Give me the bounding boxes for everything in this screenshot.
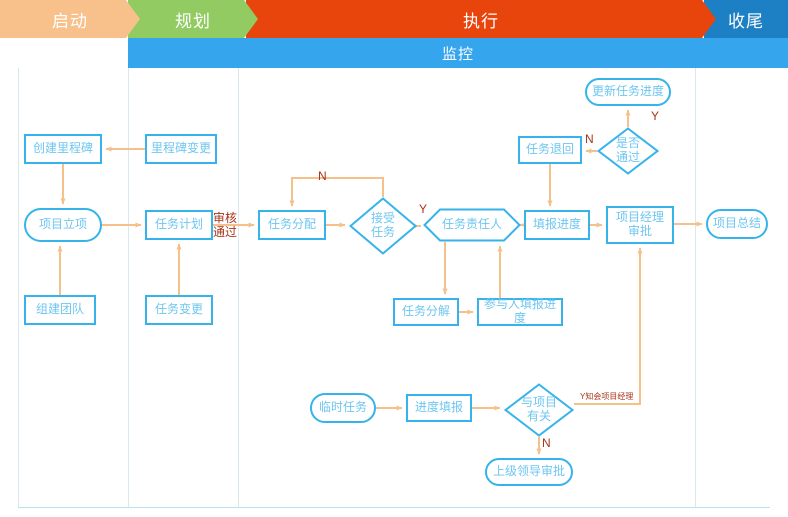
edge-label-pass-yes: Y bbox=[651, 109, 660, 123]
phase-planning: 规划 bbox=[128, 0, 258, 38]
node-accept-task[interactable]: 接受 任务 bbox=[349, 197, 417, 255]
lane-divider-1 bbox=[238, 68, 239, 507]
node-label-superior-approval: 上级领导审批 bbox=[492, 464, 565, 479]
monitor-lane-header: 监控 bbox=[128, 38, 788, 68]
node-shape-diamond bbox=[504, 383, 574, 437]
edge-label-related-no: N bbox=[542, 436, 551, 450]
node-task-decompose[interactable]: 任务分解 bbox=[393, 298, 459, 326]
phase-closing: 收尾 bbox=[704, 0, 788, 38]
node-project-summary[interactable]: 项目总结 bbox=[706, 209, 768, 239]
node-label-milestone-change: 里程碑变更 bbox=[150, 141, 211, 156]
node-task-plan[interactable]: 任务计划 bbox=[145, 210, 213, 240]
node-milestone-change[interactable]: 里程碑变更 bbox=[145, 134, 217, 164]
phase-executing: 执行 bbox=[246, 0, 716, 38]
node-fill-progress[interactable]: 填报进度 bbox=[524, 210, 590, 240]
lane-divider-0 bbox=[128, 68, 129, 507]
node-update-progress[interactable]: 更新任务进度 bbox=[585, 78, 671, 106]
node-form-team[interactable]: 组建团队 bbox=[24, 295, 96, 325]
node-pm-approval[interactable]: 项目经理 审批 bbox=[606, 206, 674, 244]
edge-label-pass-no: N bbox=[585, 132, 594, 146]
phase-label-initiate: 启动 bbox=[52, 11, 88, 31]
node-shape-diamond bbox=[349, 197, 417, 255]
node-shape-hex bbox=[423, 208, 521, 242]
node-label-task-plan: 任务计划 bbox=[154, 217, 203, 232]
node-temp-task[interactable]: 临时任务 bbox=[310, 393, 376, 423]
node-label-task-return: 任务退回 bbox=[525, 142, 574, 157]
swimlane-grid bbox=[0, 68, 788, 508]
phase-initiate: 启动 bbox=[0, 0, 140, 38]
node-label-project-initiation: 项目立项 bbox=[38, 217, 87, 232]
node-superior-approval[interactable]: 上级领导审批 bbox=[485, 458, 573, 486]
node-label-temp-task: 临时任务 bbox=[318, 400, 367, 415]
edge-label-related-yes-notify: Y知会项目经理 bbox=[580, 392, 634, 401]
node-shape-diamond bbox=[597, 127, 659, 175]
phase-label-closing: 收尾 bbox=[728, 11, 764, 31]
node-label-pm-approval: 项目经理 审批 bbox=[615, 210, 664, 238]
node-label-task-change: 任务变更 bbox=[154, 302, 203, 317]
node-label-task-decompose: 任务分解 bbox=[401, 304, 450, 319]
phase-label-executing: 执行 bbox=[463, 11, 499, 31]
monitor-lane-label: 监控 bbox=[441, 45, 474, 63]
node-project-initiation[interactable]: 项目立项 bbox=[24, 208, 102, 242]
node-label-task-assign: 任务分配 bbox=[267, 217, 316, 232]
lane-edge-left bbox=[18, 68, 19, 507]
node-progress-report[interactable]: 进度填报 bbox=[406, 394, 472, 422]
node-label-task-owner: 任务责任人 bbox=[441, 217, 502, 232]
edge-label-accept-yes: Y bbox=[419, 202, 428, 216]
node-participant-report[interactable]: 参与人填报进度 bbox=[477, 297, 563, 326]
phase-banner: 启动 规划 执行 收尾 bbox=[0, 0, 788, 38]
node-task-return[interactable]: 任务退回 bbox=[518, 136, 582, 164]
node-create-milestone[interactable]: 创建里程碑 bbox=[24, 134, 102, 164]
edge-label-assign-no: N bbox=[318, 169, 327, 183]
node-label-form-team: 组建团队 bbox=[35, 302, 84, 317]
lane-bottom-edge bbox=[18, 507, 770, 508]
node-label-fill-progress: 填报进度 bbox=[532, 217, 581, 232]
node-task-assign[interactable]: 任务分配 bbox=[258, 210, 326, 240]
edge-label-review-passed: 审核 通过 bbox=[213, 211, 238, 239]
node-task-change[interactable]: 任务变更 bbox=[145, 295, 213, 325]
node-pass-check[interactable]: 是否 通过 bbox=[597, 127, 659, 175]
node-label-progress-report: 进度填报 bbox=[414, 400, 463, 415]
phase-label-planning: 规划 bbox=[175, 11, 211, 31]
node-label-update-progress: 更新任务进度 bbox=[591, 84, 664, 99]
node-related-to-project[interactable]: 与项目 有关 bbox=[504, 383, 574, 437]
node-label-participant-report: 参与人填报进度 bbox=[483, 297, 556, 325]
node-label-accept-task: 接受 任务 bbox=[370, 211, 395, 239]
node-label-project-summary: 项目总结 bbox=[712, 216, 761, 231]
node-label-create-milestone: 创建里程碑 bbox=[32, 141, 93, 156]
node-label-related-to-project: 与项目 有关 bbox=[520, 395, 557, 423]
lane-divider-2 bbox=[695, 68, 696, 507]
node-label-pass-check: 是否 通过 bbox=[615, 136, 640, 164]
node-task-owner[interactable]: 任务责任人 bbox=[423, 208, 521, 242]
